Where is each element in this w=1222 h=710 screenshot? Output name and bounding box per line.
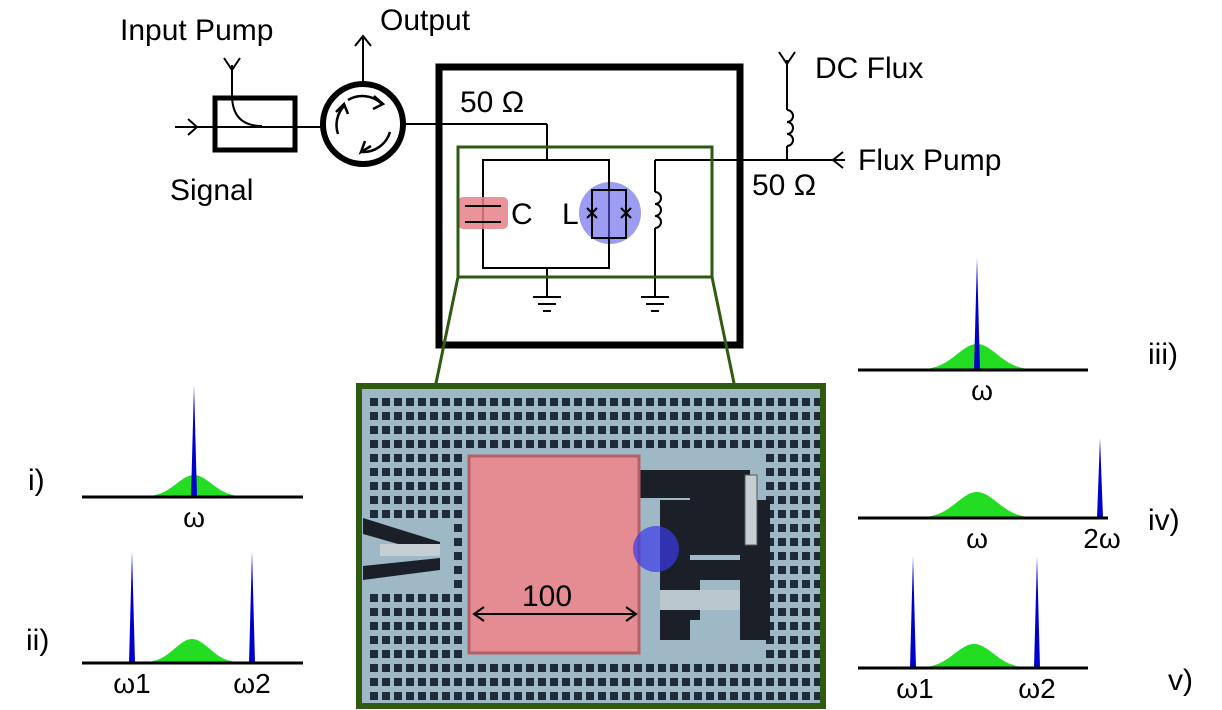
junction-marker (633, 526, 679, 572)
spectrum-tick-label: ω (971, 375, 993, 406)
dc-flux-label: DC Flux (815, 52, 923, 85)
spectrum-tick-label: ω2 (1018, 673, 1055, 704)
spectrum-tick-label: ω1 (896, 673, 933, 704)
broadband-gain-peak (920, 344, 1040, 370)
spectrum-panel-label: ii) (26, 624, 49, 657)
scale-bar-label: 100 (522, 580, 572, 613)
spectrum-tick-label: ω (966, 523, 988, 554)
input-pump-label: Input Pump (120, 14, 273, 47)
spectrum-panel-label: v) (1168, 664, 1193, 697)
capacitor-highlight (458, 197, 508, 229)
capacitor-label: C (511, 198, 533, 231)
impedance-right-label: 50 Ω (752, 169, 816, 202)
broadband-gain-peak (142, 639, 245, 663)
signal-label: Signal (170, 174, 253, 207)
pump-tone-peak (1097, 438, 1103, 518)
junction-highlight (579, 182, 641, 244)
impedance-left-label: 50 Ω (460, 86, 524, 119)
output-label: Output (380, 4, 471, 37)
directional-coupler (212, 95, 298, 153)
broadband-gain-peak (920, 492, 1040, 518)
flux-coupling (641, 51, 845, 312)
pump-tone-peak (974, 258, 980, 370)
spectrum-tick-label: 2ω (1083, 523, 1120, 554)
pump-tone-peak (191, 385, 197, 497)
spectrum-panel-ii: ω1 ω2 ii) (26, 551, 303, 699)
ground-plane-holes (370, 398, 822, 700)
spectrum-tick-label: ω1 (113, 668, 150, 699)
device-enclosure (435, 63, 744, 349)
pump-tone-peak (129, 551, 135, 663)
spectrum-panel-label: i) (28, 464, 45, 497)
circulator-icon (320, 81, 406, 167)
scale-bar (472, 606, 638, 622)
broadband-gain-peak (915, 644, 1030, 668)
inductor-label: L (562, 198, 579, 231)
spectrum-panel-iii: ω iii) (858, 258, 1178, 406)
pump-tone-peak (249, 551, 255, 663)
spectrum-tick-label: ω2 (233, 668, 270, 699)
spectrum-panel-iv: ω 2ω iv) (858, 438, 1180, 554)
capacitor-icon (465, 205, 501, 223)
spectrum-panel-i: ω i) (28, 385, 303, 533)
zoom-frame (433, 145, 737, 389)
capacitor-pad (467, 454, 641, 655)
pump-tone-peak (1034, 556, 1040, 668)
spectrum-panel-v: ω1 ω2 v) (858, 556, 1193, 704)
spectrum-tick-label: ω (183, 502, 205, 533)
spectra-panels: ω i) ω1 ω2 ii) ω iii) ω 2ω iv) ω1 ω2 v) (26, 258, 1193, 704)
pump-tone-peak (910, 556, 916, 668)
chip-micrograph: 100 (356, 383, 826, 709)
circuit-schematic (175, 34, 744, 349)
spectrum-panel-label: iii) (1148, 338, 1178, 371)
spectrum-panel-label: iv) (1148, 504, 1180, 537)
flux-pump-label: Flux Pump (858, 144, 1001, 177)
